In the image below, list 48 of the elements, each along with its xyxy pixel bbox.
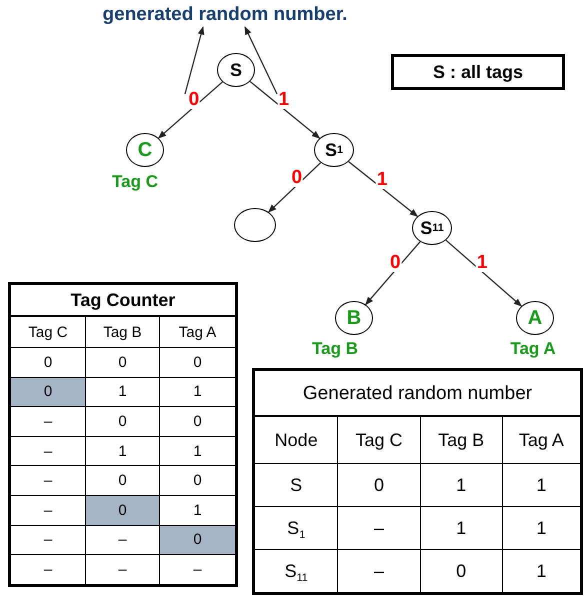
arrow bbox=[446, 240, 522, 307]
table-cell: 0 bbox=[86, 406, 160, 436]
table-cell: – bbox=[10, 466, 86, 496]
header-cell: Tag C bbox=[10, 316, 86, 348]
header-cell: Tag C bbox=[338, 416, 420, 464]
table-cell: 1 bbox=[86, 436, 160, 466]
table-cell: 0 bbox=[86, 348, 160, 378]
tag-name: Tag A bbox=[510, 339, 556, 359]
table-cell: – bbox=[10, 525, 86, 555]
edge-label: 0 bbox=[389, 254, 402, 272]
table-cell: S$_{1}$ bbox=[254, 506, 338, 550]
table-cell: 0 bbox=[10, 348, 86, 378]
table-cell: 0 bbox=[86, 466, 160, 496]
tag-name: Tag C bbox=[112, 172, 158, 192]
table-cell: 0 bbox=[160, 525, 236, 555]
table-cell: – bbox=[338, 506, 420, 550]
arrow bbox=[184, 26, 204, 94]
arrow bbox=[365, 241, 421, 306]
table-cell: – bbox=[10, 406, 86, 436]
table-cell: 0 bbox=[10, 377, 86, 407]
edge-label: 1 bbox=[278, 91, 290, 110]
edge-label: 1 bbox=[476, 254, 488, 272]
arrow bbox=[158, 81, 223, 139]
table-cell: S bbox=[254, 464, 338, 506]
arrow bbox=[348, 161, 418, 217]
tree-node-circle: A bbox=[516, 301, 554, 335]
tree-node-circle: B bbox=[335, 301, 373, 335]
tree-node-circle: C bbox=[126, 133, 164, 167]
table-cell: 1 bbox=[86, 377, 160, 407]
legend-box: S : all tags bbox=[391, 54, 565, 90]
note-text: generated random number. bbox=[75, 2, 375, 27]
arrow bbox=[250, 81, 320, 139]
arrow bbox=[268, 162, 322, 213]
header-cell: Tag B bbox=[420, 416, 502, 464]
header-cell: Tag B bbox=[86, 316, 160, 348]
edge-label: 0 bbox=[188, 91, 200, 110]
table-cell: 0 bbox=[338, 464, 420, 506]
tag-name: Tag B bbox=[312, 339, 358, 359]
header-cell: Node bbox=[254, 416, 338, 464]
tree-node-circle: S bbox=[217, 53, 255, 87]
table-cell: – bbox=[10, 436, 86, 466]
table-cell: 1 bbox=[420, 464, 502, 506]
arrow bbox=[244, 26, 278, 94]
edge-label: 1 bbox=[376, 170, 388, 189]
edge-label: 0 bbox=[290, 169, 304, 188]
empty-node-circle bbox=[234, 208, 276, 242]
table-cell: 0 bbox=[86, 495, 160, 526]
table-cell: 1 bbox=[420, 506, 502, 550]
